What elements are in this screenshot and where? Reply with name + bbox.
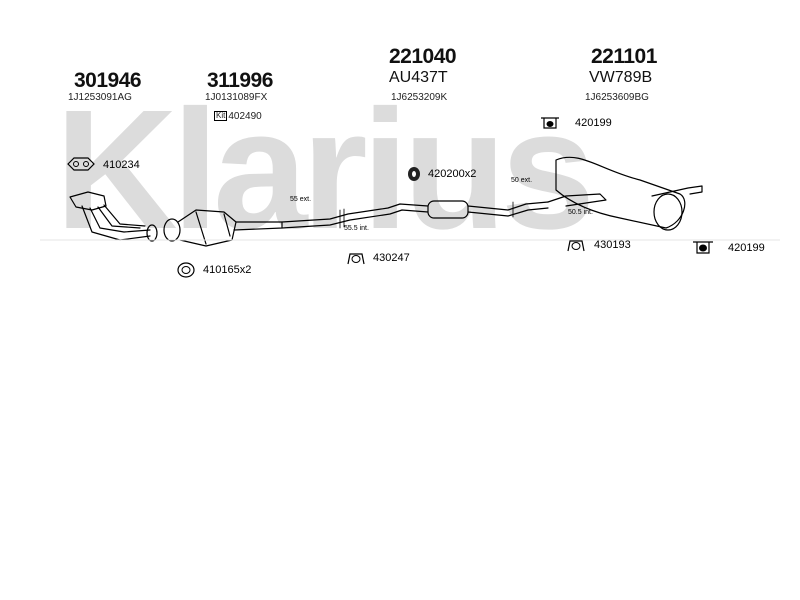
- watermark-text: Klarius: [55, 88, 589, 238]
- centre-silencer-drawing: [281, 200, 549, 229]
- hanger-bracket-icon: [347, 253, 365, 265]
- fitting-label-410165: 410165x2: [203, 264, 252, 276]
- fitting-label-430193: 430193: [594, 239, 631, 251]
- oem-number-301946: 1J1253091AG: [68, 92, 132, 103]
- part-number-221101: 221101: [591, 45, 657, 68]
- oem-number-311996: 1J0131089FX: [205, 92, 268, 103]
- fitting-label-410234: 410234: [103, 159, 140, 171]
- rubber-hanger-icon: [541, 117, 559, 129]
- kit-label: Kit: [214, 111, 228, 121]
- fitting-label-430247: 430247: [373, 252, 410, 264]
- part-number-221040: 221040: [389, 45, 457, 68]
- rubber-mount-icon: [408, 167, 420, 181]
- oem-number-221101: 1J6253609BG: [585, 92, 649, 103]
- catalytic-converter-drawing: [163, 209, 283, 247]
- sealing-ring-icon: [177, 262, 195, 278]
- kit-number-value: 402490: [228, 111, 262, 122]
- dimension-50-int: 50.5 int.: [568, 209, 593, 216]
- hanger-bracket-rear-icon: [567, 240, 585, 252]
- rubber-hanger-rear-icon: [693, 241, 713, 254]
- gasket-icon: [67, 157, 95, 171]
- klarius-watermark-logo: Klarius: [55, 88, 755, 238]
- fitting-label-420199-right: 420199: [728, 242, 765, 254]
- fitting-label-420200: 420200x2: [428, 168, 477, 180]
- part-number-311996: 311996: [207, 69, 273, 92]
- dimension-55-ext: 55 ext.: [290, 196, 312, 203]
- alt-number-221040: AU437T: [389, 69, 448, 86]
- dimension-55-int: 55.5 int.: [344, 225, 369, 232]
- alt-number-221101: VW789B: [589, 69, 653, 86]
- oem-number-221040: 1J6253209K: [391, 92, 448, 103]
- part-number-301946: 301946: [74, 69, 142, 92]
- dimension-50-ext: 50 ext.: [511, 177, 533, 184]
- front-downpipe-drawing: [69, 191, 158, 242]
- rear-silencer-drawing: [547, 156, 703, 231]
- fitting-label-420199-top: 420199: [575, 117, 612, 129]
